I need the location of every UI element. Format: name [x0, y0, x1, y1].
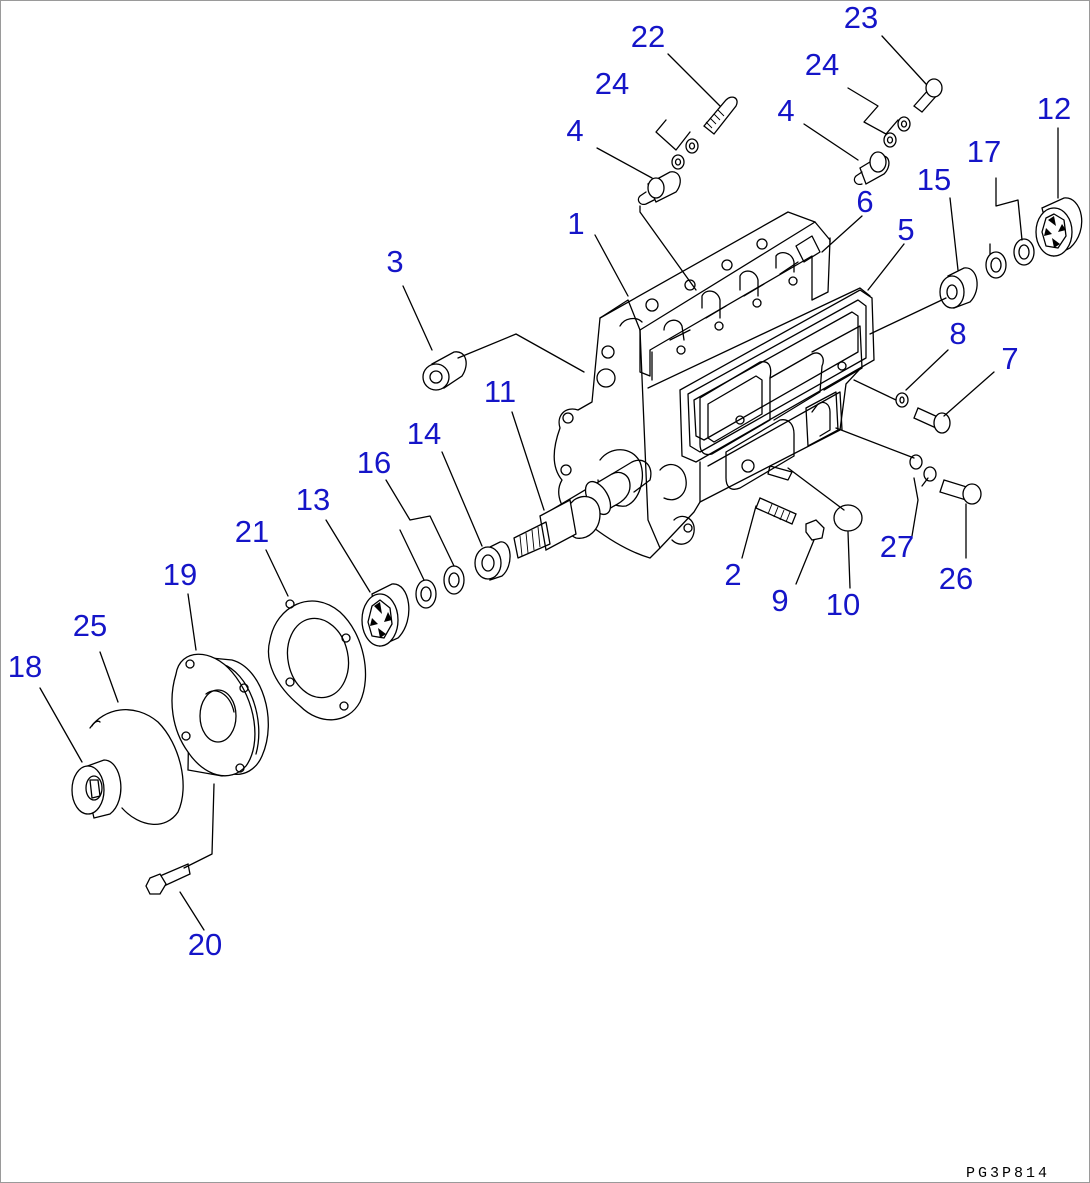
callout-1: 1: [567, 206, 584, 241]
callout-13: 13: [296, 482, 330, 517]
drive-shaft: [513, 459, 652, 559]
leader-lines: [39, 35, 1059, 931]
callout-21: 21: [235, 514, 269, 549]
bolt-7: [913, 407, 951, 434]
callout-8: 8: [949, 316, 966, 351]
callout-19: 19: [163, 557, 197, 592]
callout-9: 9: [771, 583, 788, 618]
callout-7: 7: [1001, 341, 1018, 376]
callout-11: 11: [484, 374, 516, 409]
callout-5: 5: [897, 212, 914, 247]
stud-2: [755, 465, 797, 525]
o-ring-25: [89, 709, 184, 825]
callout-26: 26: [939, 561, 973, 596]
callout-27: 27: [880, 529, 914, 564]
callout-22: 22: [631, 19, 665, 54]
callout-15: 15: [917, 162, 951, 197]
callout-10: 10: [826, 587, 860, 622]
callout-20: 20: [188, 927, 222, 962]
callout-23: 23: [844, 0, 878, 35]
washers-27: [909, 454, 937, 482]
screw-22: [703, 96, 738, 135]
shims-16: [415, 565, 465, 609]
washers-24: [671, 116, 911, 170]
plug-4-right: [853, 151, 890, 186]
o-ring-10: [833, 504, 863, 532]
nut-9: [805, 519, 825, 541]
washer-8: [895, 392, 909, 408]
callout-6: 6: [856, 184, 873, 219]
callout-4-right: 4: [777, 93, 794, 128]
callout-4-left: 4: [566, 113, 583, 148]
callout-12: 12: [1037, 91, 1071, 126]
shims-17: [985, 238, 1035, 279]
callout-2: 2: [724, 557, 741, 592]
part-14: [474, 541, 511, 581]
callout-25: 25: [73, 608, 107, 643]
bolt-20: [145, 863, 191, 895]
callout-16: 16: [357, 445, 391, 480]
gear-12: [1035, 197, 1083, 257]
callout-18: 18: [8, 649, 42, 684]
drawing-code: PG3P814: [966, 1165, 1050, 1182]
bolt-26: [939, 479, 982, 505]
pump-housing: [553, 211, 875, 559]
callout-24-right: 24: [805, 47, 839, 82]
callout-14: 14: [407, 416, 441, 451]
seal-18: [71, 759, 122, 819]
bolt-23: [913, 78, 943, 113]
cover-19: [171, 653, 269, 777]
part-15: [939, 267, 978, 309]
callout-labels: 1 2 3 4 4 5 6 7 8 9 10 11 12 13 14 15 16…: [8, 0, 1071, 962]
callout-17: 17: [967, 134, 1001, 169]
plug-4-left: [637, 171, 681, 206]
gasket-21: [267, 599, 367, 721]
callout-3: 3: [386, 244, 403, 279]
callout-24-left: 24: [595, 66, 629, 101]
plug-3: [422, 351, 467, 391]
gear-13: [361, 583, 410, 647]
